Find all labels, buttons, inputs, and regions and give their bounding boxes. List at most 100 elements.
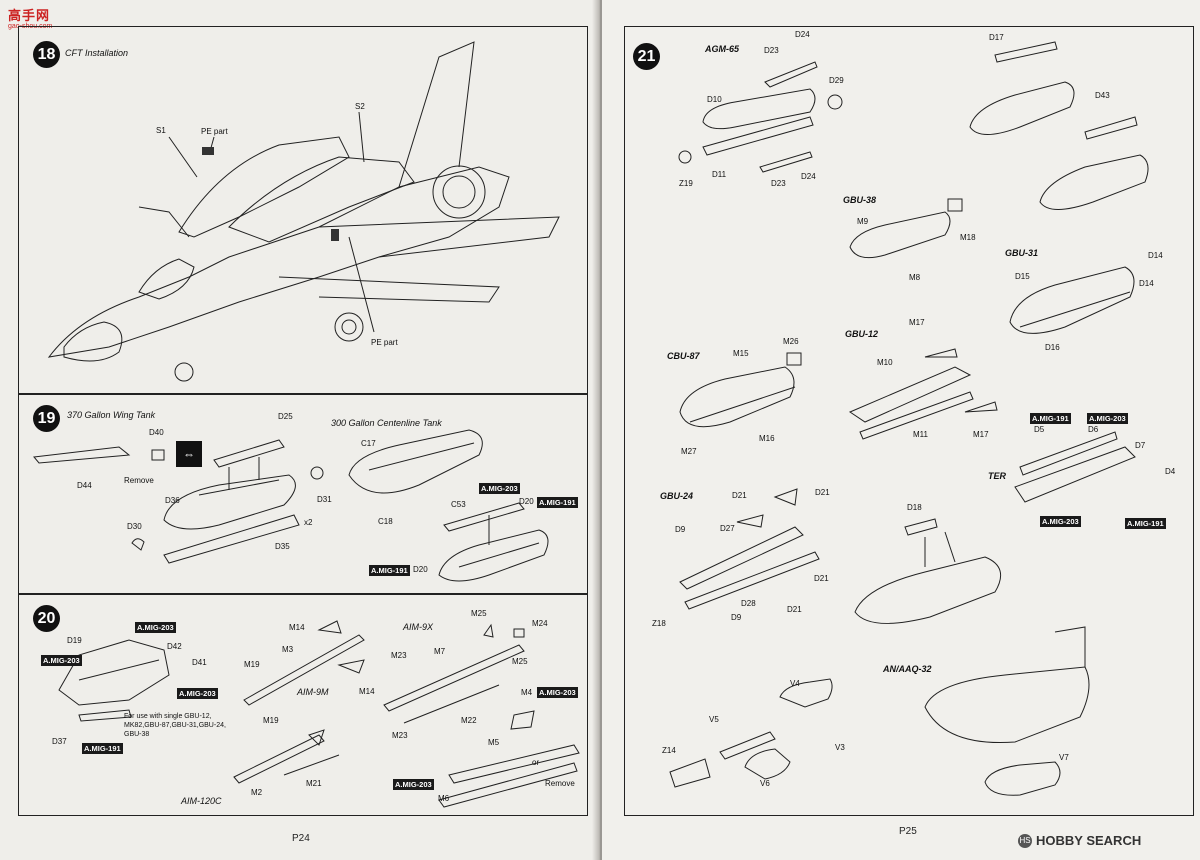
label-m27: M27 bbox=[681, 447, 697, 456]
label-d16: D16 bbox=[1045, 343, 1060, 352]
paint-code-mig191-2: A.MIG-191 bbox=[1125, 518, 1166, 529]
label-m17-2: M17 bbox=[973, 430, 989, 439]
page-number-left: P24 bbox=[292, 833, 310, 844]
step-19-panel: 19 370 Gallon Wing Tank 300 Gallon Cente… bbox=[18, 394, 588, 594]
paint-code-mig203-4: A.MIG-203 bbox=[537, 687, 578, 698]
label-m24: M24 bbox=[532, 619, 548, 628]
label-d7: D7 bbox=[1135, 441, 1146, 450]
label-d40: D40 bbox=[149, 428, 164, 437]
label-d24-1: D24 bbox=[795, 30, 810, 39]
label-d19: D19 bbox=[67, 636, 82, 645]
label-d20-2: D20 bbox=[413, 565, 428, 574]
label-m22: M22 bbox=[461, 716, 477, 725]
label-m15: M15 bbox=[733, 349, 749, 358]
label-remove: Remove bbox=[124, 476, 154, 485]
label-m6: M6 bbox=[438, 794, 450, 803]
label-remove-rail: Remove bbox=[545, 779, 575, 788]
step-number-18: 18 bbox=[33, 41, 60, 68]
paint-code-mig203-1: A.MIG-203 bbox=[1087, 413, 1128, 424]
label-v6: V6 bbox=[760, 779, 770, 788]
label-d15: D15 bbox=[1015, 272, 1030, 281]
label-d27: D27 bbox=[720, 524, 735, 533]
paint-code-mig203-5: A.MIG-203 bbox=[393, 779, 434, 790]
weapon-aim-9m: AIM-9M bbox=[297, 687, 329, 697]
label-m9: M9 bbox=[857, 217, 869, 226]
step-20-panel: 20 D19 D42 D41 D bbox=[18, 594, 588, 816]
step-18-panel: 18 CFT Installation bbox=[18, 26, 588, 394]
remove-arrow-icon: ⇔ bbox=[176, 441, 202, 467]
label-d17: D17 bbox=[989, 33, 1004, 42]
label-m17-1: M17 bbox=[909, 318, 925, 327]
label-m14-1: M14 bbox=[289, 623, 305, 632]
label-m25-1: M25 bbox=[471, 609, 487, 618]
label-v3: V3 bbox=[835, 743, 845, 752]
label-m10: M10 bbox=[877, 358, 893, 367]
paint-code-mig191: A.MIG-191 bbox=[82, 743, 123, 754]
label-pe-part-2: PE part bbox=[371, 338, 398, 347]
label-d23-2: D23 bbox=[771, 179, 786, 188]
label-m2: M2 bbox=[251, 788, 263, 797]
label-d43: D43 bbox=[1095, 91, 1110, 100]
label-d35: D35 bbox=[275, 542, 290, 551]
label-d44: D44 bbox=[77, 481, 92, 490]
label-d20-1: D20 bbox=[519, 497, 534, 506]
label-or: or bbox=[532, 758, 540, 767]
label-c53: C53 bbox=[451, 500, 466, 509]
label-m23-1: M23 bbox=[391, 651, 407, 660]
label-s2: S2 bbox=[355, 102, 365, 111]
paint-code-mig203-1: A.MIG-203 bbox=[135, 622, 176, 633]
label-c17: C17 bbox=[361, 439, 376, 448]
step-18-title: CFT Installation bbox=[65, 48, 129, 58]
label-d5: D5 bbox=[1034, 425, 1045, 434]
right-page: 21 bbox=[602, 0, 1200, 860]
label-m25-2: M25 bbox=[512, 657, 528, 666]
label-d10: D10 bbox=[707, 95, 722, 104]
label-d31: D31 bbox=[317, 495, 332, 504]
label-d30: D30 bbox=[127, 522, 142, 531]
paint-code-mig203-2: A.MIG-203 bbox=[41, 655, 82, 666]
label-d21-4: D21 bbox=[787, 605, 802, 614]
label-d36: D36 bbox=[165, 496, 180, 505]
weapon-ter: TER bbox=[988, 471, 1006, 481]
weapon-gbu-31: GBU-31 bbox=[1005, 248, 1039, 258]
label-m14-2: M14 bbox=[359, 687, 375, 696]
label-m18: M18 bbox=[960, 233, 976, 242]
label-m26: M26 bbox=[783, 337, 799, 346]
step-number-19: 19 bbox=[33, 405, 60, 432]
label-m21: M21 bbox=[306, 779, 322, 788]
left-page: 高手网 gao-shou.com 18 CFT Installation bbox=[0, 0, 598, 860]
step-19-title: 370 Gallon Wing Tank bbox=[67, 410, 156, 420]
weapon-gbu-24: GBU-24 bbox=[660, 491, 694, 501]
paint-code-mig191-1: A.MIG-191 bbox=[537, 497, 578, 508]
fuel-tanks-drawing bbox=[33, 429, 549, 582]
paint-code-mig203-2: A.MIG-203 bbox=[1040, 516, 1081, 527]
label-d6: D6 bbox=[1088, 425, 1099, 434]
label-d28: D28 bbox=[741, 599, 756, 608]
label-z18: Z18 bbox=[652, 619, 666, 628]
label-m3: M3 bbox=[282, 645, 294, 654]
label-d41: D41 bbox=[192, 658, 207, 667]
label-d42: D42 bbox=[167, 642, 182, 651]
paint-code-mig203: A.MIG-203 bbox=[479, 483, 520, 494]
weapon-an-aaq-32: AN/AAQ-32 bbox=[883, 664, 932, 674]
weapon-aim-9x: AIM-9X bbox=[403, 622, 434, 632]
usage-note: For use with single GBU-12, MK82,GBU-87,… bbox=[124, 713, 226, 738]
label-m19-2: M19 bbox=[263, 716, 279, 725]
label-x2: x2 bbox=[304, 518, 313, 527]
label-d14-2: D14 bbox=[1139, 279, 1154, 288]
label-m23-2: M23 bbox=[392, 731, 408, 740]
weapon-gbu-38: GBU-38 bbox=[843, 195, 877, 205]
label-d37: D37 bbox=[52, 737, 67, 746]
label-m4: M4 bbox=[521, 688, 533, 697]
label-m8: M8 bbox=[909, 273, 921, 282]
label-m16: M16 bbox=[759, 434, 775, 443]
label-d29: D29 bbox=[829, 76, 844, 85]
label-d4: D4 bbox=[1165, 467, 1176, 476]
label-pe-part-1: PE part bbox=[201, 127, 228, 136]
hobby-search-logo-icon: HS bbox=[1018, 834, 1032, 848]
hobby-search-brand: HOBBY SEARCH bbox=[1036, 833, 1142, 848]
page-number-right: P25 bbox=[899, 826, 917, 837]
label-m5: M5 bbox=[488, 738, 500, 747]
label-d21-3: D21 bbox=[814, 574, 829, 583]
pylons-and-missiles-drawing bbox=[58, 620, 580, 808]
